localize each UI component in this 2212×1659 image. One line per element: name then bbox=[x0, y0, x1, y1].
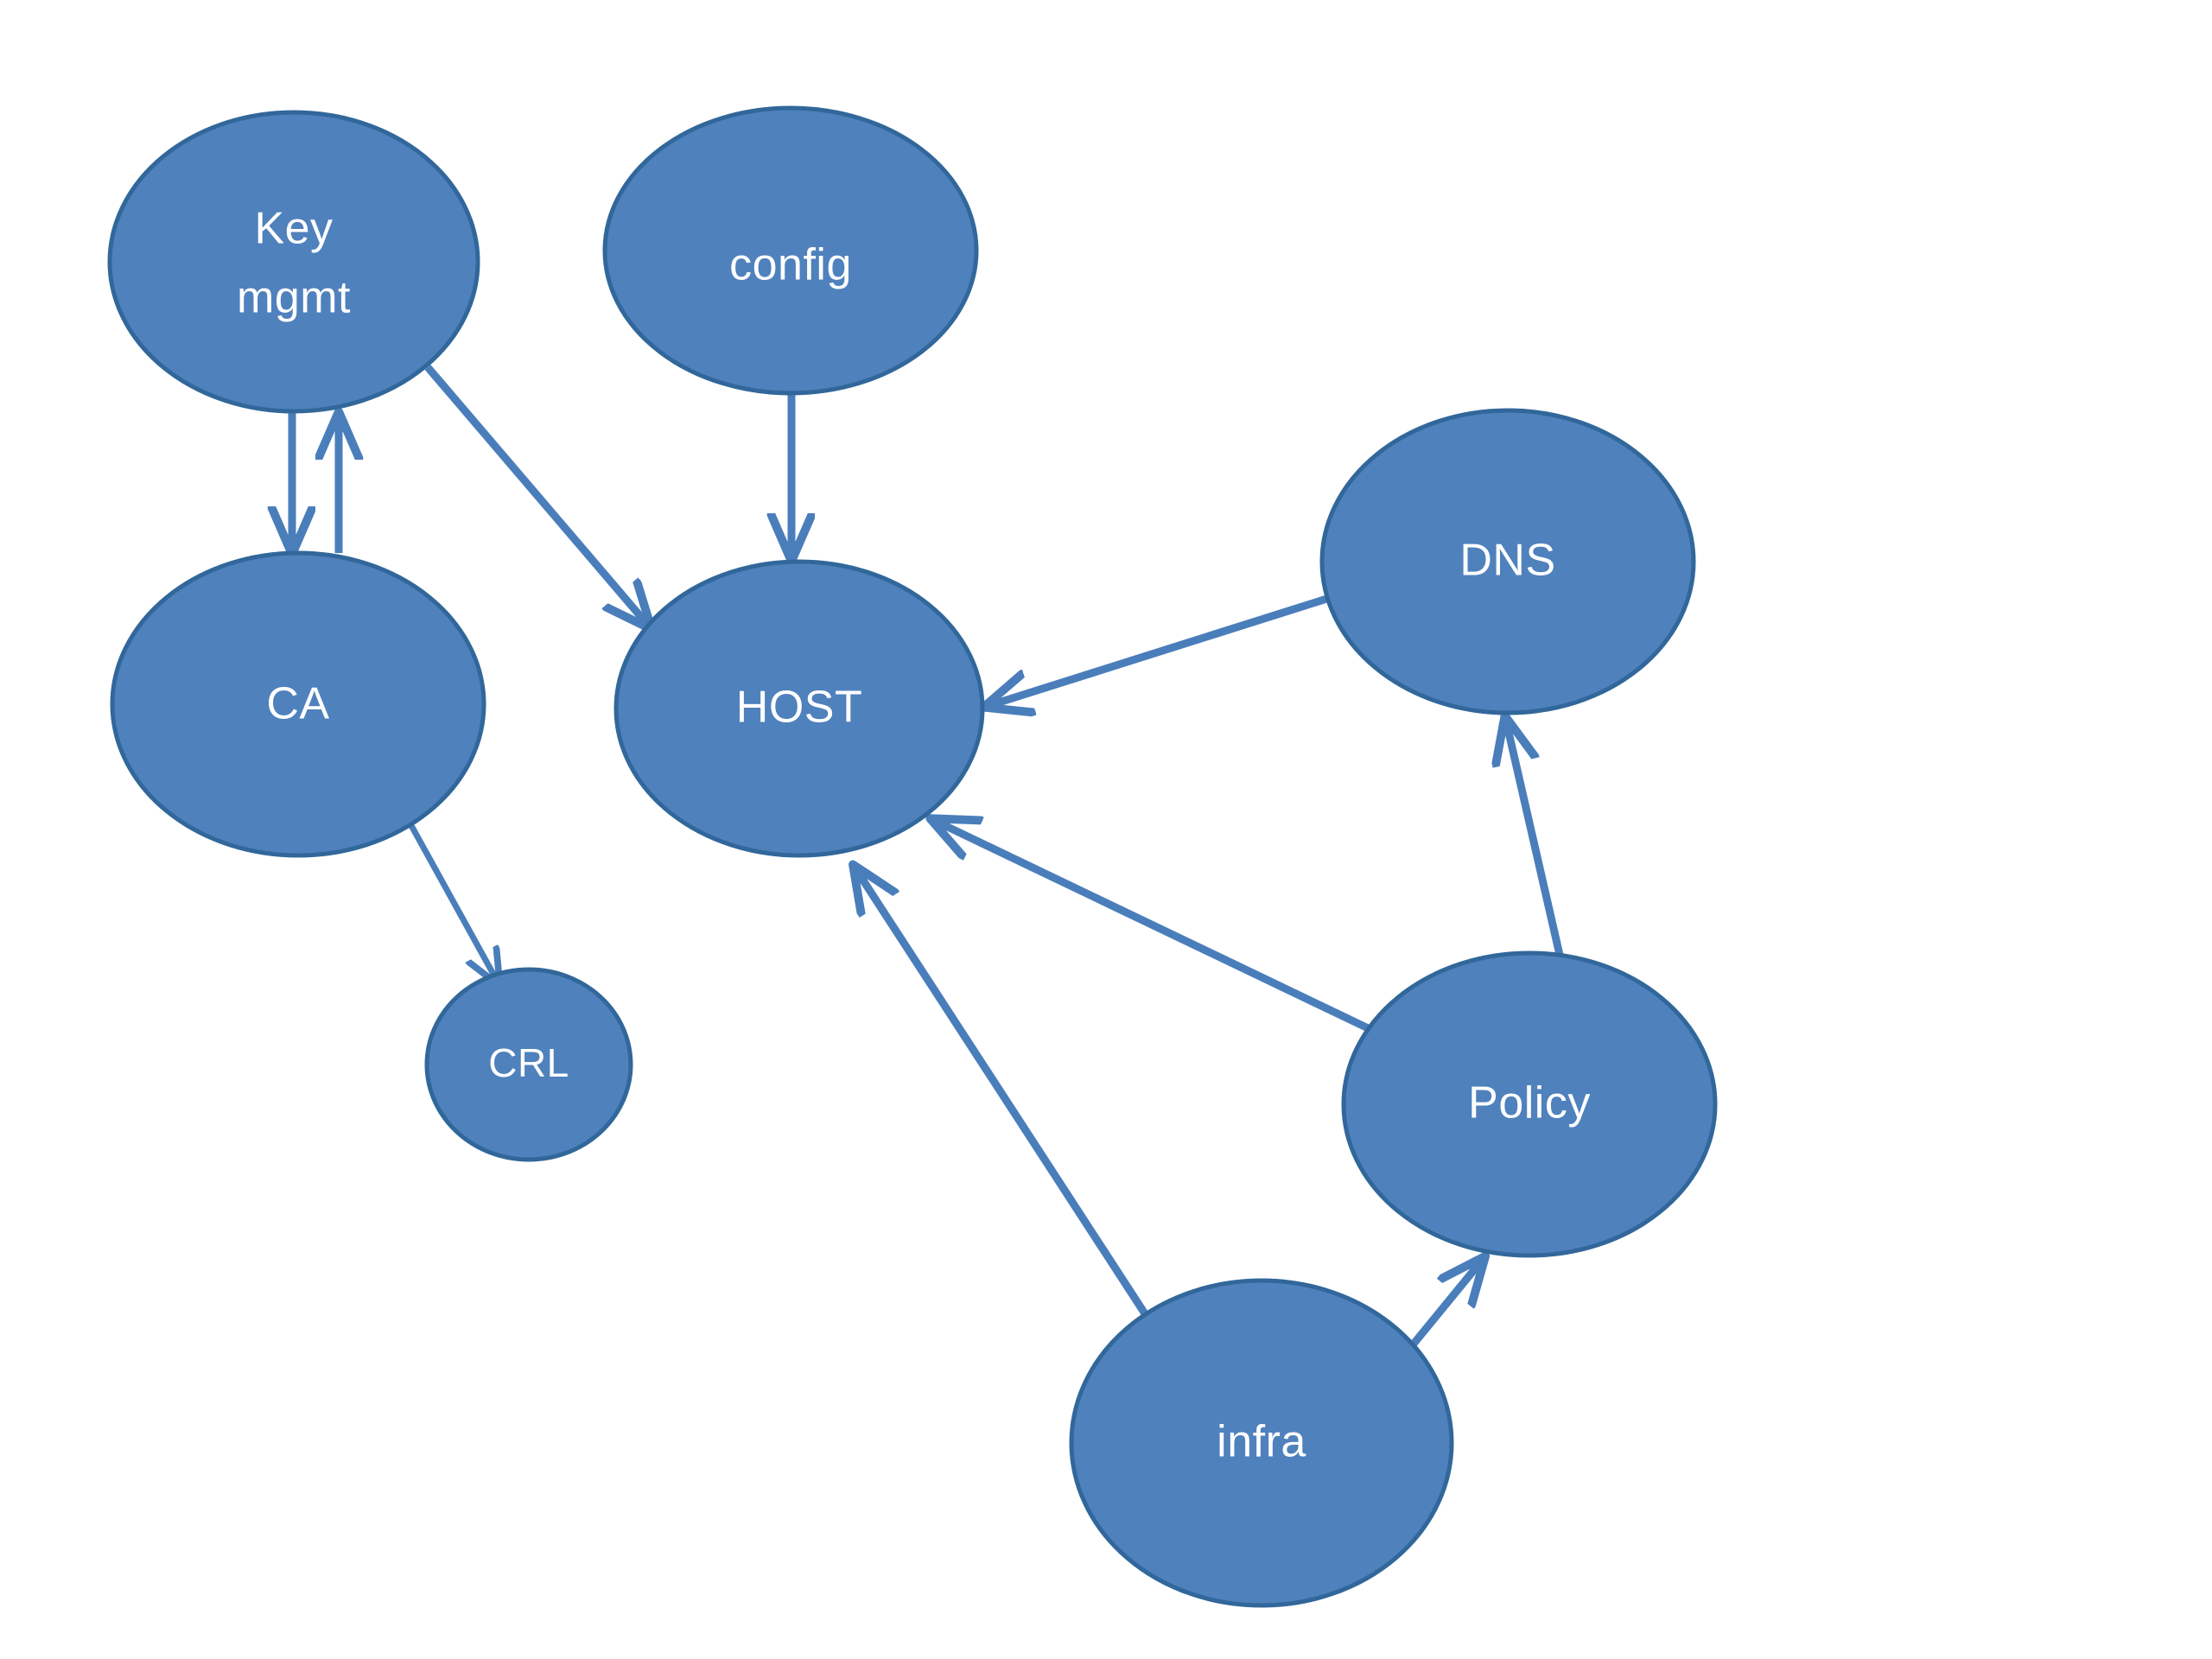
node-config-label: config bbox=[729, 240, 852, 290]
node-host-shape[interactable] bbox=[613, 559, 985, 858]
node-ca-shape[interactable] bbox=[110, 550, 486, 858]
edge-infra-to-host bbox=[854, 866, 1151, 1320]
edges-layer bbox=[292, 365, 1564, 1355]
edge-policy-to-dns bbox=[1505, 717, 1564, 957]
node-infra-shape[interactable] bbox=[1069, 1278, 1454, 1608]
node-key-mgmt-label-line2: mgmt bbox=[237, 273, 351, 323]
node-infra[interactable]: infra bbox=[1069, 1278, 1454, 1608]
edge-infra-to-policy bbox=[1403, 1257, 1484, 1355]
node-host-label: HOST bbox=[736, 683, 862, 733]
node-crl[interactable]: CRL bbox=[424, 967, 633, 1162]
node-dns-shape[interactable] bbox=[1319, 408, 1696, 715]
nodes-layer: Key mgmt config CA HOST DNS bbox=[107, 105, 1718, 1608]
edge-dns-to-host bbox=[985, 592, 1337, 707]
node-config[interactable]: config bbox=[602, 105, 979, 396]
node-ca-label: CA bbox=[266, 679, 329, 729]
node-policy-label: Policy bbox=[1468, 1078, 1591, 1128]
edge-policy-to-host bbox=[931, 819, 1384, 1039]
node-policy-shape[interactable] bbox=[1341, 950, 1718, 1258]
edge-key-mgmt-to-host bbox=[424, 365, 651, 628]
node-key-mgmt[interactable]: Key mgmt bbox=[107, 110, 480, 414]
node-dns-label: DNS bbox=[1459, 536, 1555, 586]
node-crl-label: CRL bbox=[488, 1040, 569, 1085]
node-config-shape[interactable] bbox=[602, 105, 979, 396]
node-policy[interactable]: Policy bbox=[1341, 950, 1718, 1258]
node-dns[interactable]: DNS bbox=[1319, 408, 1696, 715]
node-infra-label: infra bbox=[1217, 1417, 1306, 1467]
node-key-mgmt-shape[interactable] bbox=[107, 110, 480, 414]
node-crl-shape[interactable] bbox=[424, 967, 633, 1162]
node-key-mgmt-label-line1: Key bbox=[254, 204, 333, 254]
node-ca[interactable]: CA bbox=[110, 550, 486, 858]
node-host[interactable]: HOST bbox=[613, 559, 985, 858]
edge-ca-to-crl bbox=[405, 819, 499, 985]
